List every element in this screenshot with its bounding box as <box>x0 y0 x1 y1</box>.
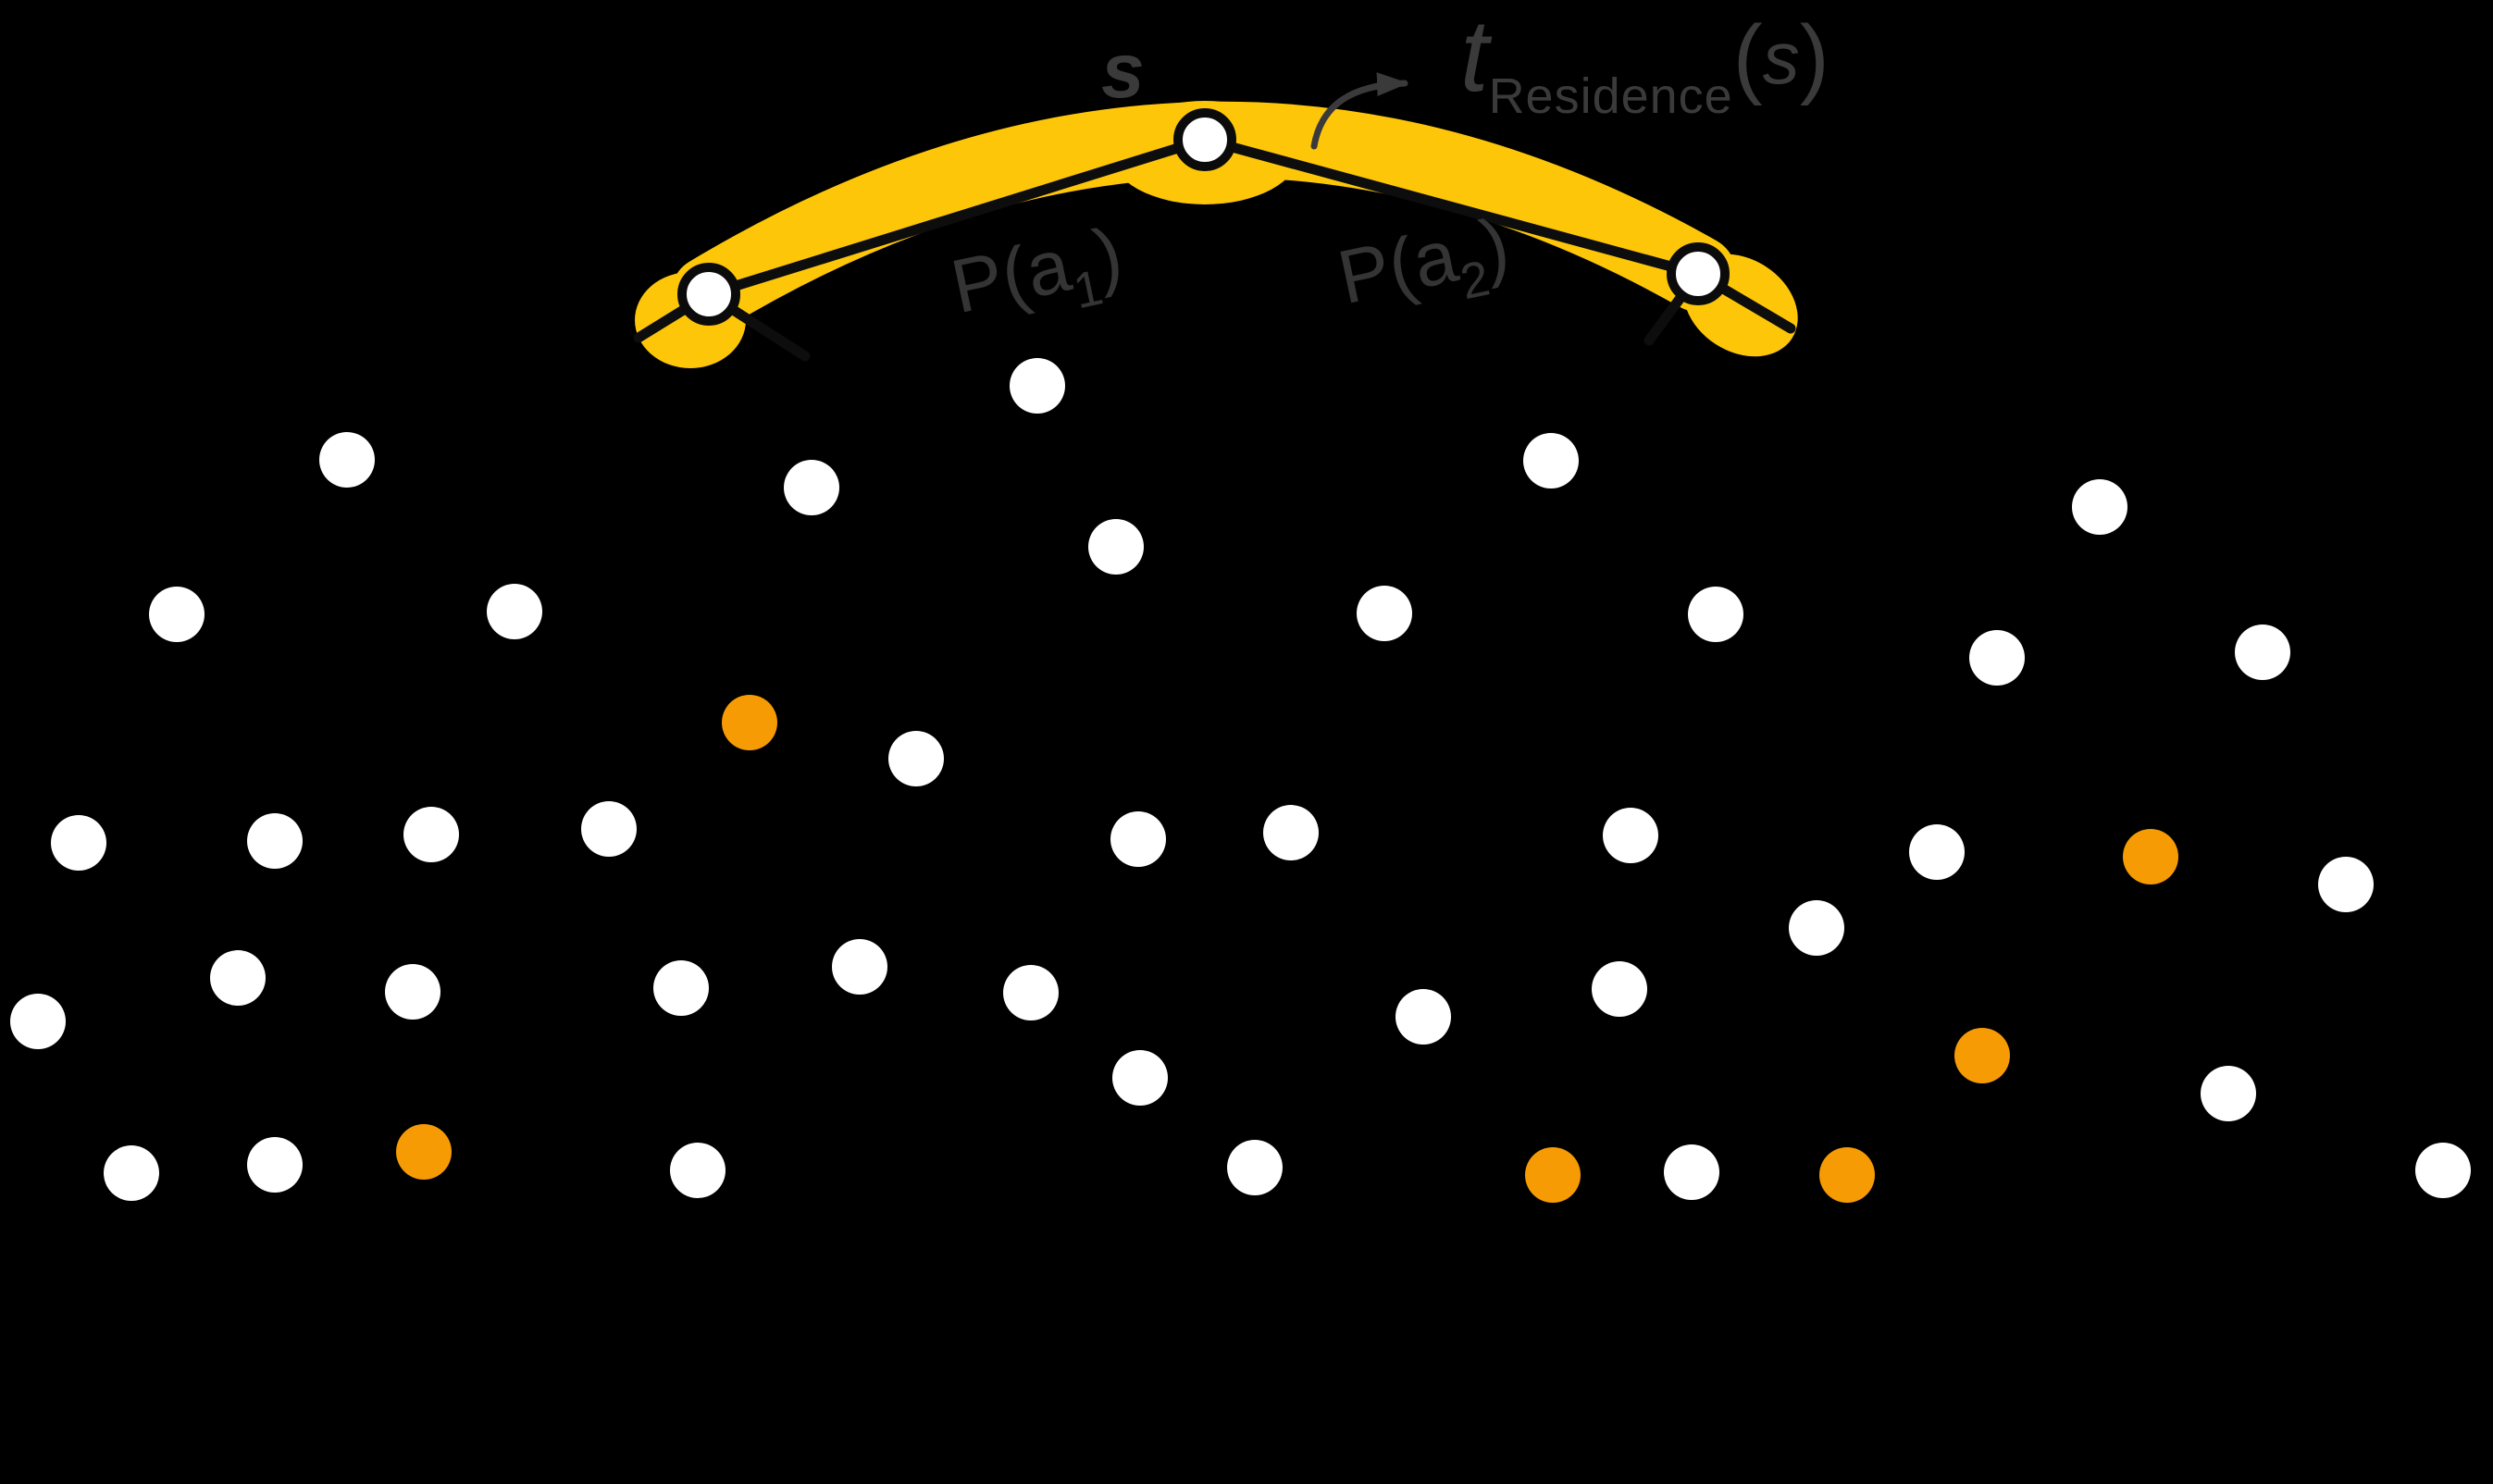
highlighted-dot <box>396 1124 452 1180</box>
time-symbol: t <box>1460 0 1489 113</box>
highlighted-dot <box>1819 1147 1875 1203</box>
graph-dot <box>1909 824 1965 880</box>
graph-dot <box>149 587 205 642</box>
graph-dot <box>1112 1050 1168 1106</box>
label-arrow <box>1310 72 1408 150</box>
residence-time-label: tResidence(s) <box>1460 0 1829 122</box>
graph-dot <box>385 964 440 1020</box>
source-node-label: s <box>1101 27 1145 114</box>
graph-dot <box>319 432 375 488</box>
graph-dot <box>1395 989 1451 1045</box>
arg-close-paren: ) <box>1799 7 1829 106</box>
path-node <box>1667 242 1730 305</box>
graph-dot <box>1523 433 1579 488</box>
graph-dot <box>1603 808 1658 863</box>
graph-dot <box>403 807 459 862</box>
highlighted-dot <box>722 695 777 750</box>
highlighted-dot <box>1525 1147 1581 1203</box>
graph-dot <box>1357 586 1412 641</box>
graph-dot <box>1969 630 2025 686</box>
graph-dot <box>1664 1144 1719 1200</box>
graph-dot <box>670 1143 726 1198</box>
highlighted-dot <box>2123 829 2178 884</box>
graph-dot <box>1088 519 1144 575</box>
graph-dot <box>784 460 839 515</box>
graph-dot <box>1227 1140 1283 1195</box>
time-subscript: Residence <box>1488 68 1733 124</box>
graph-dot <box>1010 358 1065 414</box>
graph-dot <box>104 1145 159 1201</box>
graph-dot <box>487 584 542 639</box>
path-node <box>677 263 740 326</box>
graph-dot <box>1789 900 1844 956</box>
graph-dot <box>581 801 637 857</box>
graph-dot <box>832 939 887 995</box>
graph-dot <box>888 731 944 786</box>
graph-dot <box>653 960 709 1016</box>
path-node <box>1173 108 1236 171</box>
graph-dot <box>2072 479 2127 535</box>
graph-dot <box>210 950 266 1006</box>
graph-dot <box>10 994 66 1049</box>
graph-dot <box>247 1137 303 1193</box>
graph-dot <box>1110 811 1166 867</box>
annotation-arrow <box>1310 72 1408 150</box>
graph-dot <box>1688 587 1743 642</box>
graph-dot <box>1592 961 1647 1017</box>
tree-edge-stubs <box>633 268 1796 362</box>
graph-dots <box>10 358 2471 1203</box>
graph-dot <box>2415 1143 2471 1198</box>
arg-s: s <box>1762 17 1800 99</box>
graph-dot <box>51 815 106 871</box>
arg-open-paren: ( <box>1732 7 1763 106</box>
graph-dot <box>1003 965 1059 1020</box>
graph-dot <box>1263 805 1319 860</box>
graph-dot <box>2318 857 2374 912</box>
highlighted-dot <box>1954 1028 2010 1083</box>
graph-dot <box>2201 1066 2256 1121</box>
graph-dot <box>247 813 303 869</box>
graph-dot <box>2235 625 2290 680</box>
path-nodes <box>677 108 1730 326</box>
